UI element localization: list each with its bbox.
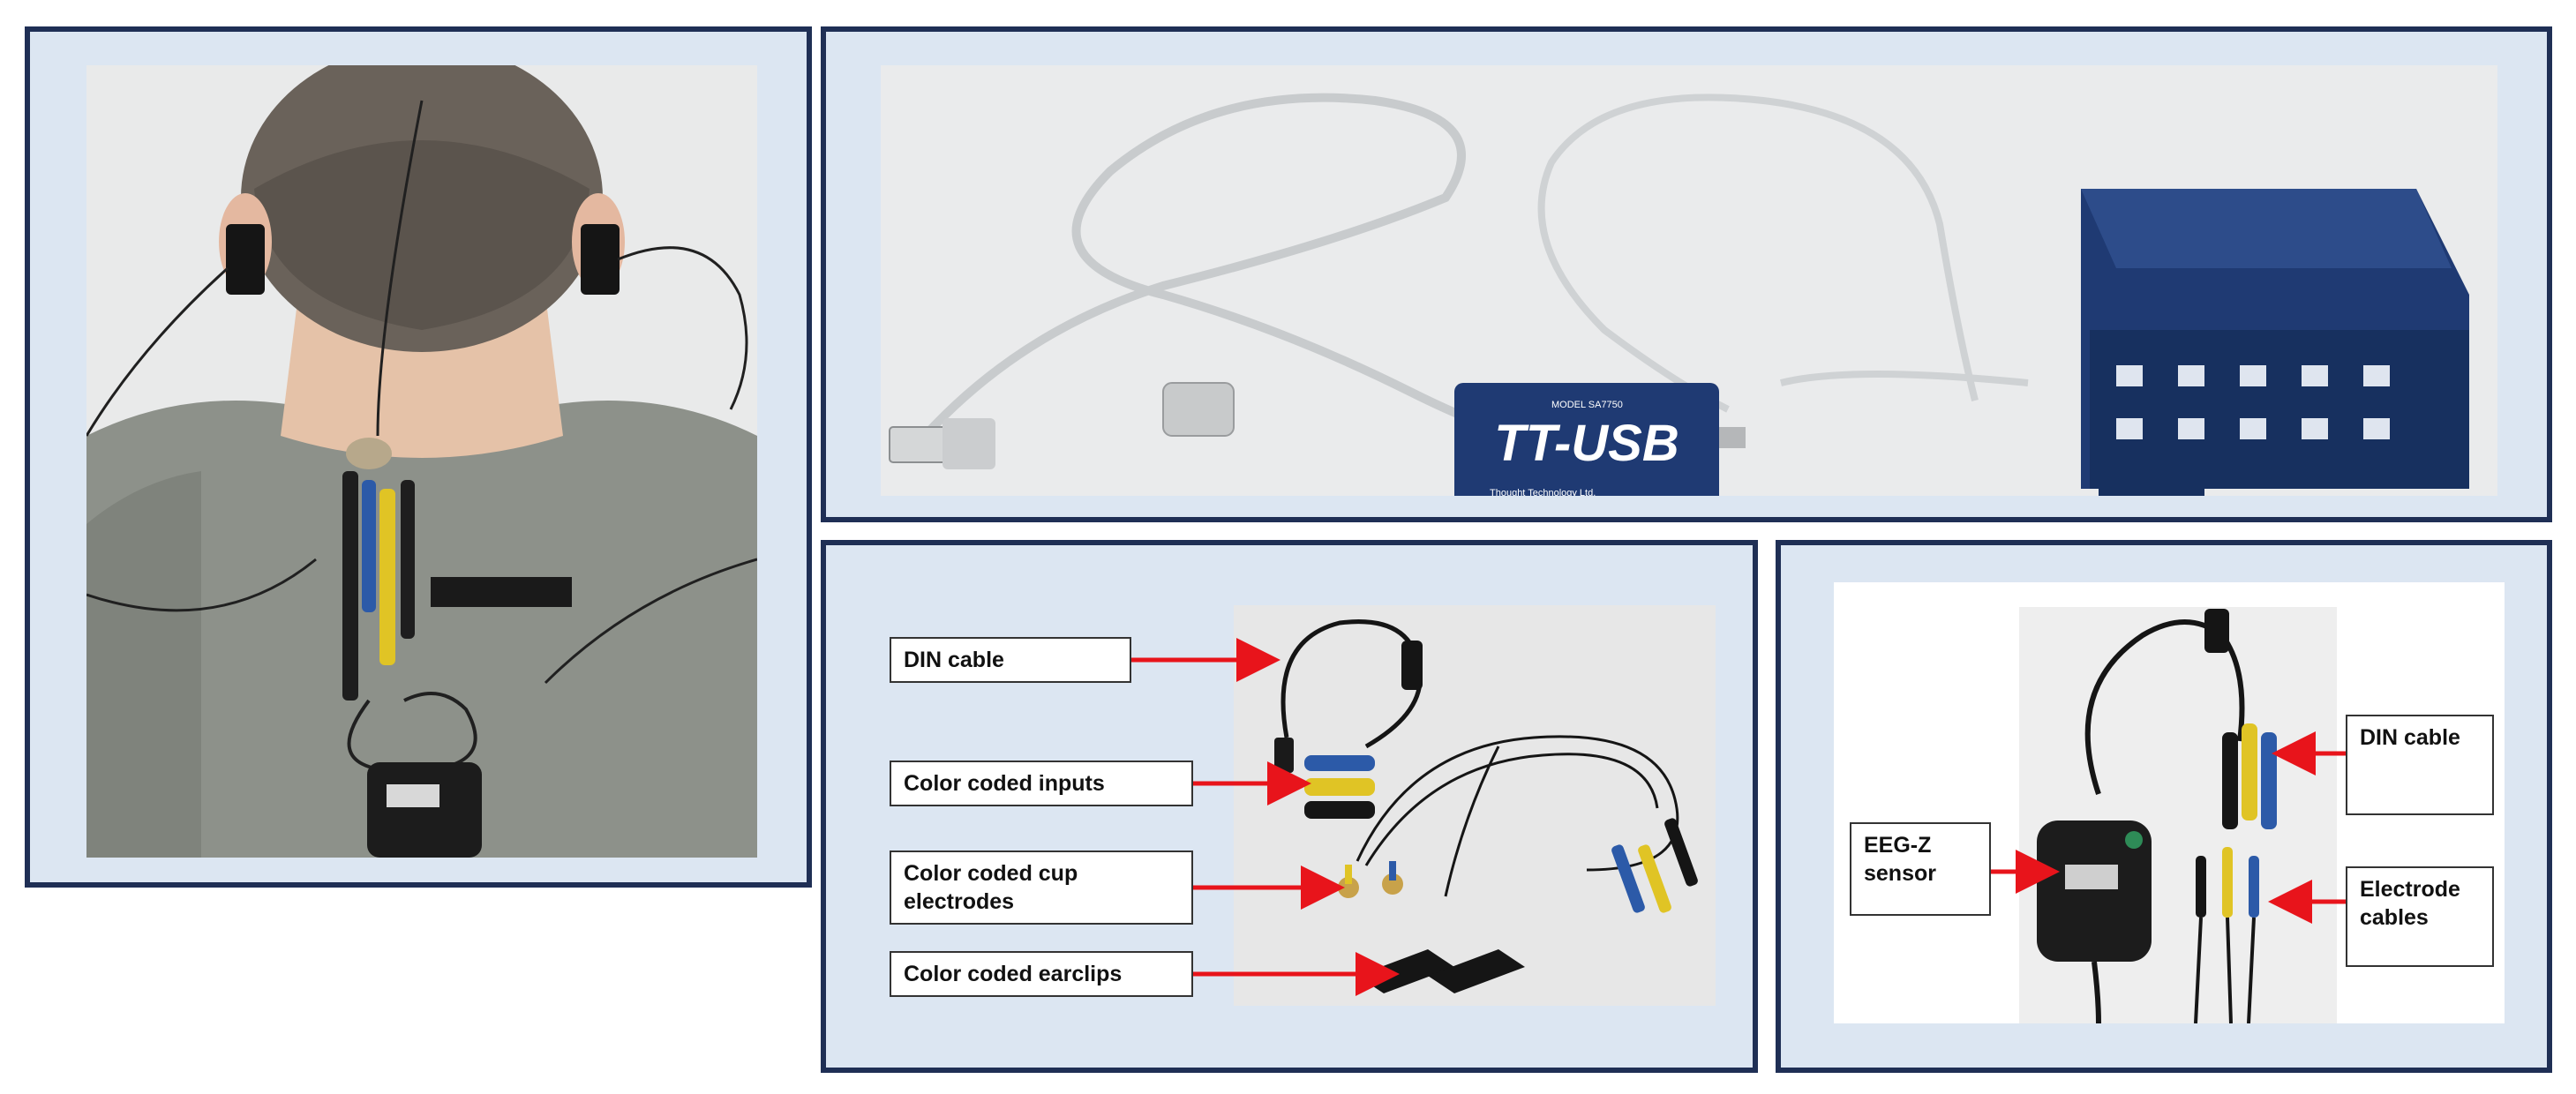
panel-ttusb-photo: TT-USB MODEL SA7750 Thought Technology L… (821, 26, 2552, 522)
panel-components: DIN cable Color coded inputs Color coded… (821, 540, 1758, 1073)
head-photo (86, 65, 757, 858)
ttusb-photo: TT-USB MODEL SA7750 Thought Technology L… (881, 65, 2497, 496)
label-color-coded-earclips: Color coded earclips (890, 951, 1193, 997)
label-eeg-z-sensor: EEG-Z sensor (1850, 822, 1991, 916)
device-label: TT-USB (1494, 415, 1679, 472)
label-electrode-cables: Electrode cables (2346, 866, 2494, 967)
panel-head-photo (25, 26, 812, 888)
label-color-coded-inputs: Color coded inputs (890, 761, 1193, 806)
label-din-cable: DIN cable (890, 637, 1131, 683)
panel-eeg-sensor: DIN cable EEG-Z sensor Electrode cables (1776, 540, 2552, 1073)
label-color-coded-cup-electrodes: Color coded cup electrodes (890, 850, 1193, 925)
label-din-cable-right: DIN cable (2346, 715, 2494, 815)
components-photo (1234, 605, 1716, 1006)
device-model-label: MODEL SA7750 (1551, 400, 1623, 410)
device-brand-label: Thought Technology Ltd. (1490, 488, 1596, 496)
